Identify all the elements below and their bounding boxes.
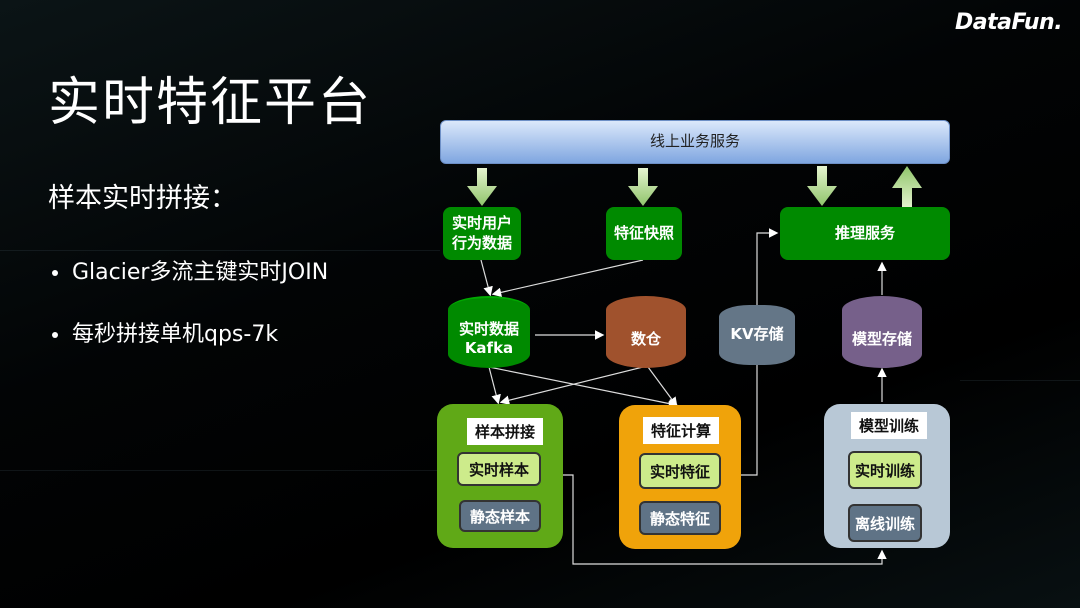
down-arrow [628,168,658,206]
bg-line [0,470,440,471]
connector [499,366,644,405]
realtime-train-item: 实时训练 [848,451,922,489]
bullet-item: Glacier多流主键实时JOIN [52,254,328,286]
box-label: 实时用户 [451,214,512,232]
down-arrow [807,166,837,206]
bullet-item: 每秒拼接单机qps-7k [52,316,278,348]
connector [488,366,501,405]
kafka-cylinder: 实时数据 Kafka [448,296,530,368]
online-service-box: 线上业务服务 [440,120,950,164]
connector [480,259,493,297]
warehouse-cylinder: 数仓 [606,296,686,368]
model-store-cylinder: 模型存储 [842,296,922,368]
kv-store-shape: KV存储 [719,305,795,365]
container-label: 样本拼接 [467,418,544,445]
connector [647,366,678,407]
feature-snapshot-box: 特征快照 [606,207,682,260]
datafun-logo: DataFun. [955,10,1063,35]
inference-service-box: 推理服务 [780,207,950,260]
connector [563,474,887,565]
realtime-user-data-box: 实时用户 行为数据 [443,207,521,260]
static-feature-item: 静态特征 [639,501,721,535]
down-arrow [467,168,497,206]
bullet-text: 每秒拼接单机qps-7k [72,322,279,347]
cylinder-label: 实时数据 [458,319,519,338]
cylinder-label: Kafka [464,338,514,357]
offline-train-item: 离线训练 [848,504,922,542]
realtime-sample-item: 实时样本 [457,452,541,486]
bullet-dot [52,332,58,338]
bullet-dot [52,270,58,276]
sample-join-container: 样本拼接 实时样本 静态样本 [437,404,563,548]
subtitle: 样本实时拼接： [48,183,237,214]
model-train-container: 模型训练 实时训练 离线训练 [824,404,950,548]
up-arrow [892,166,922,208]
container-label: 模型训练 [851,412,928,439]
bg-line [0,250,440,251]
page-title: 实时特征平台 [48,73,373,133]
bullet-text: Glacier多流主键实时JOIN [72,260,329,285]
bg-line [960,380,1080,381]
connector [491,259,644,298]
container-label: 特征计算 [643,417,720,444]
feature-compute-container: 特征计算 实时特征 静态特征 [619,405,741,549]
box-label: 行为数据 [451,233,512,252]
realtime-feature-item: 实时特征 [639,453,721,489]
static-sample-item: 静态样本 [459,500,541,532]
connector [488,366,679,409]
